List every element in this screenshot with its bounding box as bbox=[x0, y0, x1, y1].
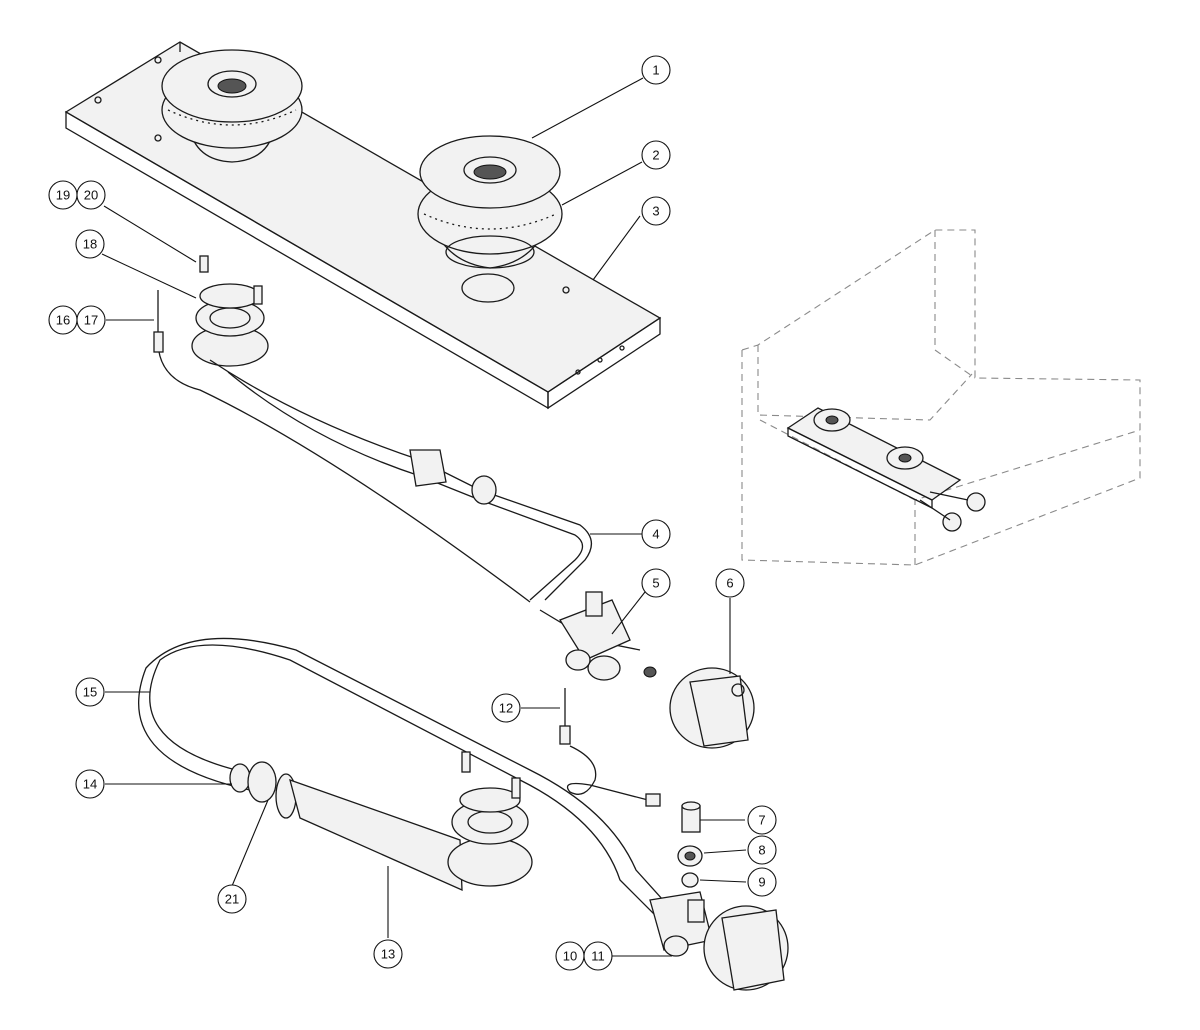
upper-rear-burner bbox=[161, 49, 303, 163]
lower-valve-knob bbox=[649, 891, 789, 991]
control-knob-upper bbox=[669, 667, 755, 749]
thermocouple-12 bbox=[559, 688, 661, 807]
callout-14: 14 bbox=[75, 769, 105, 799]
callout-label: 6 bbox=[726, 576, 733, 591]
upper-front-burner bbox=[417, 135, 563, 269]
callout-label: 2 bbox=[652, 148, 659, 163]
callout-label: 11 bbox=[591, 949, 605, 964]
callout-label: 21 bbox=[225, 892, 239, 907]
lower-burner-assembly bbox=[137, 637, 691, 941]
callout-label: 12 bbox=[499, 701, 513, 716]
callout-11: 11 bbox=[583, 941, 613, 971]
callout-label: 14 bbox=[83, 777, 97, 792]
callout-5: 5 bbox=[641, 568, 671, 598]
callout-4: 4 bbox=[641, 519, 671, 549]
callout-15: 15 bbox=[75, 677, 105, 707]
callout-16: 16 bbox=[48, 305, 78, 335]
callout-20: 20 bbox=[76, 180, 106, 210]
callout-label: 20 bbox=[84, 188, 98, 203]
callout-3: 3 bbox=[641, 196, 671, 226]
callout-7: 7 bbox=[747, 805, 777, 835]
callout-2: 2 bbox=[641, 140, 671, 170]
callout-label: 5 bbox=[652, 576, 659, 591]
callout-label: 4 bbox=[652, 527, 659, 542]
callout-label: 9 bbox=[758, 875, 765, 890]
callout-17: 17 bbox=[76, 305, 106, 335]
callout-19: 19 bbox=[48, 180, 78, 210]
callout-label: 7 bbox=[758, 813, 765, 828]
fittings-7-8-9 bbox=[677, 801, 703, 888]
callout-6: 6 bbox=[715, 568, 745, 598]
callout-label: 13 bbox=[381, 947, 395, 962]
callout-1: 1 bbox=[641, 55, 671, 85]
callout-8: 8 bbox=[747, 835, 777, 865]
callout-label: 17 bbox=[84, 313, 98, 328]
burner-bracket bbox=[64, 41, 662, 410]
callout-label: 10 bbox=[563, 949, 577, 964]
callout-label: 19 bbox=[56, 188, 70, 203]
callout-10: 10 bbox=[555, 941, 585, 971]
callout-label: 3 bbox=[652, 204, 659, 219]
callout-9: 9 bbox=[747, 867, 777, 897]
callout-label: 16 bbox=[56, 313, 70, 328]
callout-label: 18 bbox=[83, 237, 97, 252]
callout-label: 15 bbox=[83, 685, 97, 700]
callout-12: 12 bbox=[491, 693, 521, 723]
callout-21: 21 bbox=[217, 884, 247, 914]
leader-lines bbox=[101, 77, 747, 957]
rear-burner-manifold bbox=[153, 255, 657, 681]
callout-13: 13 bbox=[373, 939, 403, 969]
callout-18: 18 bbox=[75, 229, 105, 259]
installation-inset bbox=[741, 229, 1141, 566]
callout-label: 1 bbox=[652, 63, 659, 78]
callout-label: 8 bbox=[758, 843, 765, 858]
